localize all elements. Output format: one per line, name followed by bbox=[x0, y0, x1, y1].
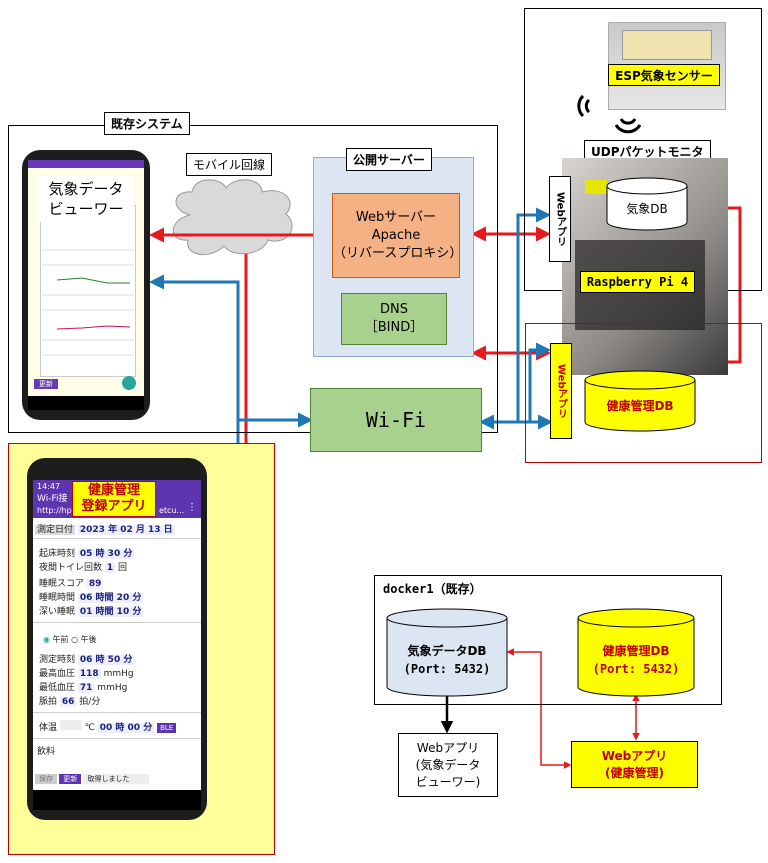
temp-time-field[interactable]: 00 時 00 分 bbox=[97, 723, 155, 733]
toilet-unit: 回 bbox=[118, 563, 128, 573]
docker-title: docker1（既存） bbox=[383, 582, 482, 596]
esp-sensor-label: ESP気象センサー bbox=[608, 64, 720, 86]
wake-field[interactable]: 05 時 30 分 bbox=[77, 549, 135, 559]
measure-time-row: 測定時刻 06 時 50 分 bbox=[39, 652, 135, 665]
bp-max-field[interactable]: 118 bbox=[77, 669, 101, 679]
bp-min-row: 最低血圧 71 mmHg bbox=[39, 680, 127, 693]
docker-health-db-label: 健康管理DB (Port: 5432) bbox=[592, 644, 680, 676]
dns-box: DNS ［BIND］ bbox=[341, 293, 447, 345]
pm-radio[interactable]: ○ bbox=[71, 635, 79, 644]
udp-monitor-label: UDPパケットモニタ bbox=[584, 140, 711, 163]
sleep-time-label: 睡眠時間 bbox=[39, 593, 76, 603]
bp-min-field[interactable]: 71 bbox=[77, 683, 95, 693]
am-label: 午前 bbox=[52, 635, 69, 644]
wifi-box: Wi-Fi bbox=[310, 388, 482, 452]
pi-webapp-label: Webアプリ bbox=[549, 176, 571, 262]
raspberry-pi-label: Raspberry Pi 4 bbox=[580, 271, 695, 293]
health-app-phone: 14:47 Wi-Fi接 http://hp etcu... ⋮ 測定日付 20… bbox=[27, 458, 207, 820]
pulse-field[interactable]: 66 bbox=[59, 697, 77, 707]
drink-label: 飲料 bbox=[37, 747, 56, 757]
status-text: 取得しました bbox=[83, 774, 150, 784]
web-server-box: Webサーバー Apache （リバースプロキシ） bbox=[332, 193, 462, 278]
deep-sleep-field[interactable]: 01 時間 10 分 bbox=[77, 607, 144, 617]
sleep-time-field[interactable]: 06 時間 20 分 bbox=[77, 593, 144, 603]
health-webapp-label: Webアプリ bbox=[550, 343, 572, 439]
temp-label: 体温 bbox=[39, 723, 58, 733]
toilet-field[interactable]: 1 bbox=[104, 563, 116, 573]
docker-weather-db-label: 気象データDB (Port: 5432) bbox=[403, 644, 491, 676]
health-db-label: 健康管理DB bbox=[606, 398, 674, 413]
pm-label: 午後 bbox=[80, 635, 97, 644]
bp-max-unit: mmHg bbox=[103, 669, 134, 679]
arrow-wifi-webapp bbox=[516, 207, 551, 422]
am-radio[interactable]: ◉ bbox=[43, 635, 50, 644]
sleep-time-row: 睡眠時間 06 時間 20 分 bbox=[39, 590, 144, 603]
appbar-url: http://hp bbox=[37, 506, 72, 515]
date-field[interactable]: 2023 年 02 月 13 日 bbox=[77, 525, 175, 535]
appbar-title: Wi-Fi接 bbox=[37, 494, 68, 504]
viewer-update-button[interactable]: 更新 bbox=[34, 379, 58, 389]
toilet-label: 夜間トイレ回数 bbox=[39, 563, 103, 573]
measure-time-field[interactable]: 06 時 50 分 bbox=[77, 655, 135, 665]
bp-min-unit: mmHg bbox=[97, 683, 128, 693]
update-button[interactable]: 更新 bbox=[59, 774, 82, 784]
date-label: 測定日付 bbox=[35, 525, 76, 535]
weather-db-label: 気象DB bbox=[626, 201, 668, 216]
pulse-unit: 拍/分 bbox=[79, 697, 101, 707]
public-server-title: 公開サーバー bbox=[346, 148, 432, 171]
viewer-fab[interactable] bbox=[122, 376, 136, 390]
health-form: 測定日付 2023 年 02 月 13 日 起床時刻 05 時 30 分 夜間ト… bbox=[33, 518, 201, 790]
temp-row: 体温 ℃ 00 時 00 分 BLE bbox=[39, 720, 177, 733]
docker-box bbox=[374, 575, 722, 705]
mobile-line-label: モバイル回線 bbox=[186, 153, 273, 176]
measure-time-label: 測定時刻 bbox=[39, 655, 76, 665]
date-row: 測定日付 2023 年 02 月 13 日 bbox=[35, 522, 175, 535]
ble-button[interactable]: BLE bbox=[157, 723, 177, 733]
viewer-charts bbox=[42, 249, 134, 356]
temp-field[interactable] bbox=[59, 720, 82, 730]
health-system-box bbox=[525, 323, 762, 463]
toilet-row: 夜間トイレ回数 1 回 bbox=[39, 560, 127, 573]
bottom-bar: 保存 更新 取得しました bbox=[35, 774, 199, 788]
health-webapp-box: Webアプリ (健康管理) bbox=[571, 741, 698, 788]
bp-max-row: 最高血圧 118 mmHg bbox=[39, 666, 134, 679]
ampm-row: ◉ 午前 ○ 午後 bbox=[43, 634, 97, 645]
arrow-weatherdb-healthweb-docker bbox=[506, 648, 572, 769]
pulse-label: 脈拍 bbox=[39, 697, 58, 707]
temp-unit: ℃ bbox=[84, 723, 95, 733]
sleep-score-field[interactable]: 89 bbox=[86, 579, 104, 589]
save-button[interactable]: 保存 bbox=[35, 774, 57, 784]
sleep-score-row: 睡眠スコア 89 bbox=[39, 576, 104, 589]
arrow-viewer-wifi bbox=[149, 274, 313, 428]
viewer-label: 気象データ ビューワー bbox=[38, 176, 134, 222]
bp-max-label: 最高血圧 bbox=[39, 669, 76, 679]
health-app-title: 健康管理 登録アプリ bbox=[72, 481, 156, 517]
existing-system-box bbox=[8, 125, 498, 433]
pulse-row: 脈拍 66 拍/分 bbox=[39, 694, 100, 707]
existing-system-title: 既存システム bbox=[104, 112, 190, 135]
sleep-score-label: 睡眠スコア bbox=[39, 579, 85, 589]
statusbar-time: 14:47 bbox=[37, 482, 61, 491]
appbar-url-right: etcu... bbox=[159, 506, 185, 515]
more-menu-icon[interactable]: ⋮ bbox=[187, 502, 197, 513]
wake-row: 起床時刻 05 時 30 分 bbox=[39, 546, 135, 559]
deep-sleep-row: 深い睡眠 01 時間 10 分 bbox=[39, 604, 144, 617]
deep-sleep-label: 深い睡眠 bbox=[39, 607, 76, 617]
bp-min-label: 最低血圧 bbox=[39, 683, 76, 693]
wake-label: 起床時刻 bbox=[39, 549, 76, 559]
viewer-webapp-box: Webアプリ (気象データ ビューワー) bbox=[398, 733, 498, 797]
